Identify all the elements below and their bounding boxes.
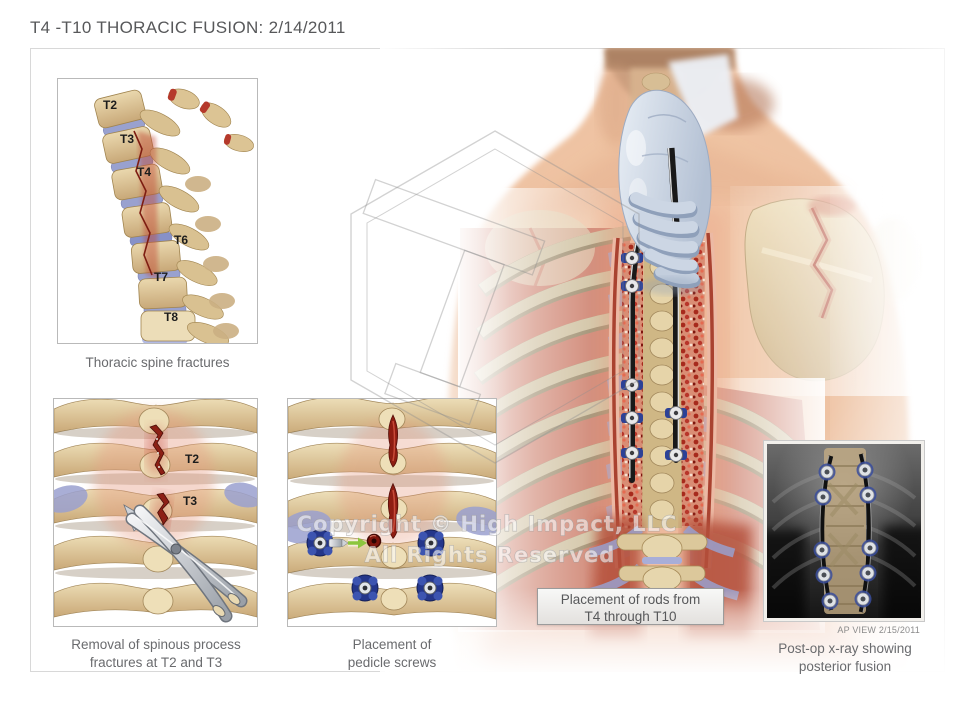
panel-pedicle-screws <box>287 398 497 627</box>
pedicle-screws-on-rods <box>621 251 687 462</box>
caption-postop-xray: Post-op x-ray showing posterior fusion <box>745 640 945 676</box>
screw-shank <box>328 538 349 548</box>
rongeur-instrument <box>123 504 248 623</box>
rod-placement-caption-box: Placement of rods from T4 through T10 <box>537 588 724 625</box>
main-illustration-rod-placement <box>380 48 945 672</box>
ap-view-label: AP VIEW 2/15/2011 <box>837 625 920 635</box>
spinous-fracture-mark-upper <box>388 414 399 468</box>
pedicle-screw <box>351 574 379 602</box>
panel-postop-xray <box>763 440 925 622</box>
caption-spinous-removal-line2: fractures at T2 and T3 <box>89 655 223 670</box>
vertebra-label-t3: T3 <box>120 132 134 146</box>
pilot-hole <box>366 533 382 549</box>
vertebra-label-t7: T7 <box>154 270 168 284</box>
caption-postop-xray-line2: posterior fusion <box>798 659 892 674</box>
rod-caption-line2: T4 through T10 <box>584 609 677 624</box>
vertebra-label-t8: T8 <box>164 310 178 324</box>
caption-spinous-removal: Removal of spinous process fractures at … <box>41 636 271 672</box>
spinous-fracture-mark-lower <box>387 482 399 539</box>
panel-spinous-removal: T2 T3 <box>53 398 258 627</box>
caption-postop-xray-line1: Post-op x-ray showing <box>778 641 912 656</box>
gloved-hand <box>618 54 738 295</box>
pedicle-screw <box>417 529 445 557</box>
caption-spinous-removal-line1: Removal of spinous process <box>71 637 241 652</box>
caption-pedicle-screws: Placement of pedicle screws <box>292 636 492 672</box>
spinous-process-fracture-t2 <box>146 424 166 477</box>
vertebra-label-t6: T6 <box>174 233 188 247</box>
caption-spine-fractures: Thoracic spine fractures <box>85 355 230 370</box>
rod-caption-line1: Placement of rods from <box>560 592 701 607</box>
vertebra-label-t2: T2 <box>103 98 117 112</box>
fractured-vertebral-column <box>94 88 254 343</box>
caption-pedicle-screws-line1: Placement of <box>352 637 432 652</box>
vertebra-label-t3: T3 <box>183 494 197 508</box>
insertion-arrow <box>348 537 367 549</box>
xray-screw-heads <box>813 461 879 610</box>
fracture-fragments <box>167 88 254 152</box>
caption-pedicle-screws-line2: pedicle screws <box>347 655 437 670</box>
glove-fingers <box>628 192 701 289</box>
figure-title: T4 -T10 THORACIC FUSION: 2/14/2011 <box>30 18 346 37</box>
vertebra-label-t4: T4 <box>137 165 151 179</box>
pedicle-screw <box>416 574 444 602</box>
panel-spine-fractures: T2 T3 T4 T6 T7 T8 <box>57 78 258 344</box>
vertebra-label-t2: T2 <box>185 452 199 466</box>
